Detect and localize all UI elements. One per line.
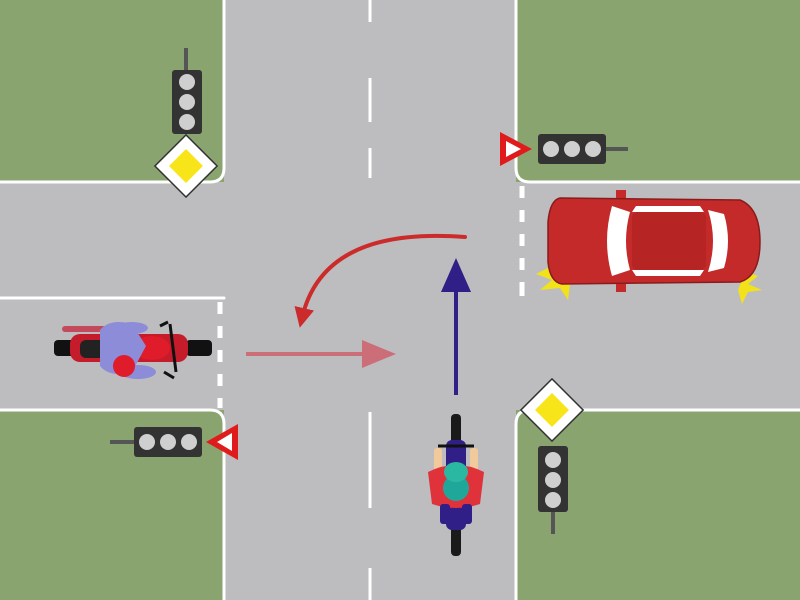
bicycle-rider-leg	[462, 504, 472, 524]
bicycle	[428, 414, 484, 556]
bicycle-rider-back	[444, 462, 468, 482]
motorcycle-straight-arrow	[246, 340, 396, 368]
motorcycle-handlebar	[159, 320, 178, 380]
motorcycle-rider-body	[100, 322, 146, 374]
traffic-light-top-left	[172, 48, 202, 134]
car-side-window	[632, 206, 704, 212]
junction-area	[224, 182, 516, 410]
car-windshield	[607, 206, 630, 276]
priority-road-sign-bottom-right	[519, 377, 585, 443]
traffic-light-top-right	[538, 134, 628, 164]
edge-top-right	[514, 0, 800, 184]
car-mirror	[616, 284, 626, 292]
car-left-turn-arrow	[294, 233, 467, 328]
edge-bottom-left	[0, 408, 226, 600]
motorcycle	[54, 320, 212, 380]
bicycle-front-wheel	[451, 414, 461, 448]
motorcycle-front-wheel	[186, 340, 212, 356]
bicycle-rider-helmet	[443, 475, 469, 501]
motorcycle-rider-helmet	[113, 355, 135, 377]
car-mirror	[616, 190, 626, 198]
yield-sign-top-right	[500, 132, 532, 166]
traffic-light-bottom-right	[538, 446, 568, 534]
bicycle-straight-arrow	[441, 258, 471, 395]
yield-sign-bottom-left	[206, 424, 238, 460]
car-blinker	[536, 268, 570, 300]
car-roof	[632, 212, 706, 270]
edge-top-left	[0, 0, 226, 184]
car-side-window	[632, 270, 704, 276]
priority-road-sign-top-left	[153, 133, 219, 199]
traffic-light-bottom-left	[110, 427, 202, 457]
car	[536, 190, 762, 304]
motorcycle-rider-arm	[116, 322, 148, 334]
bicycle-rider-leg	[440, 504, 450, 524]
car-rear-window	[708, 210, 728, 272]
motorcycle-exhaust	[62, 326, 106, 332]
